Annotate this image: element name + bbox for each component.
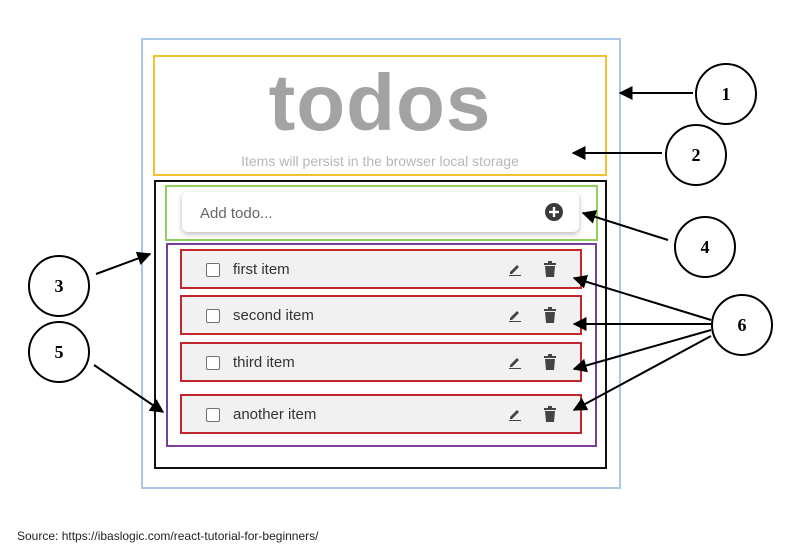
arrow-6a xyxy=(572,275,712,321)
pencil-icon[interactable] xyxy=(508,308,522,322)
pencil-icon[interactable] xyxy=(508,355,522,369)
todo-checkbox[interactable] xyxy=(206,263,220,277)
arrow-6c xyxy=(572,329,712,373)
todo-list-box xyxy=(166,243,597,447)
todo-item: second item xyxy=(180,295,582,335)
callout-4: 4 xyxy=(674,216,736,278)
todo-item: third item xyxy=(180,342,582,382)
callout-3: 3 xyxy=(28,255,90,317)
trash-icon[interactable] xyxy=(543,406,557,422)
todo-item: first item xyxy=(180,249,582,289)
add-todo-input[interactable] xyxy=(182,192,542,234)
header-box xyxy=(153,55,607,176)
todo-item-label: second item xyxy=(233,307,314,324)
pencil-icon[interactable] xyxy=(508,407,522,421)
add-todo-form xyxy=(182,192,579,234)
todo-checkbox[interactable] xyxy=(206,408,220,422)
callout-5: 5 xyxy=(28,321,90,383)
todo-item-label: another item xyxy=(233,406,317,423)
todo-checkbox[interactable] xyxy=(206,356,220,370)
arrow-5 xyxy=(93,364,165,413)
arrow-3 xyxy=(95,251,152,275)
plus-circle-icon[interactable] xyxy=(545,203,563,221)
callout-6: 6 xyxy=(711,294,773,356)
todo-item-label: third item xyxy=(233,354,295,371)
callout-2: 2 xyxy=(665,124,727,186)
todo-checkbox[interactable] xyxy=(206,309,220,323)
arrow-4 xyxy=(581,210,669,241)
arrow-6d xyxy=(572,335,712,411)
trash-icon[interactable] xyxy=(543,354,557,370)
trash-icon[interactable] xyxy=(543,307,557,323)
source-note: Source: https://ibaslogic.com/react-tuto… xyxy=(17,529,319,543)
todo-item: another item xyxy=(180,394,582,434)
trash-icon[interactable] xyxy=(543,261,557,277)
pencil-icon[interactable] xyxy=(508,262,522,276)
todo-item-label: first item xyxy=(233,261,290,278)
page-subtitle: Items will persist in the browser local … xyxy=(241,153,519,169)
page-title: todos xyxy=(268,58,492,147)
callout-1: 1 xyxy=(695,63,757,125)
